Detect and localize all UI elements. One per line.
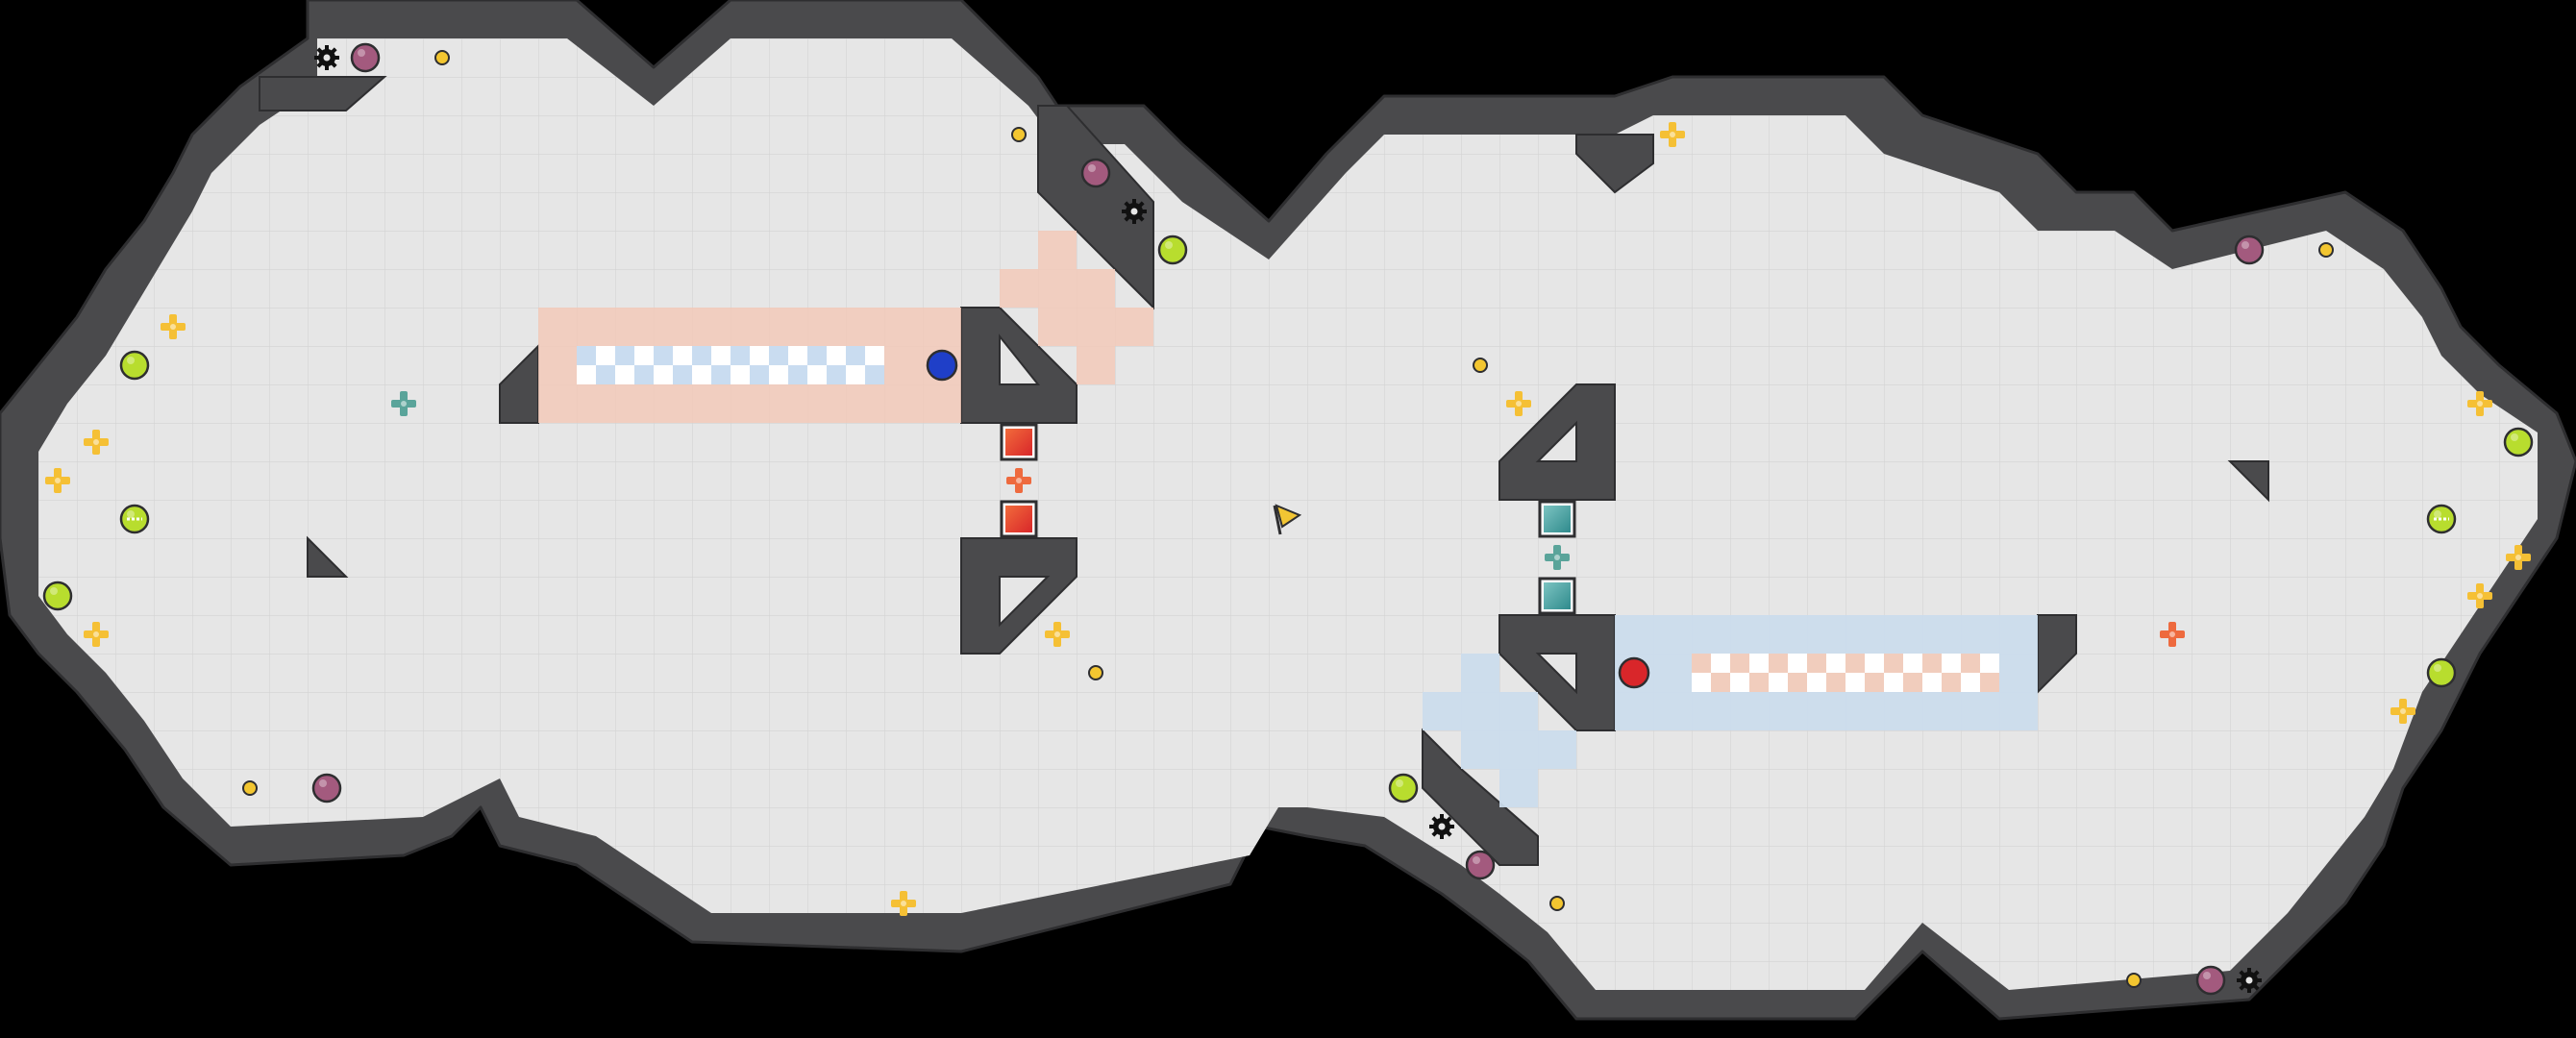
flag-icon[interactable] (1273, 504, 1302, 535)
plus-icon[interactable] (1045, 622, 1070, 647)
gear-icon (314, 45, 339, 70)
block-icon[interactable] (1000, 423, 1038, 461)
orb-icon[interactable] (2195, 965, 2226, 996)
plus-icon[interactable] (1660, 122, 1685, 147)
checker-strip-blue (577, 346, 884, 384)
plus-icon[interactable] (2506, 545, 2531, 570)
plus-icon[interactable] (891, 891, 916, 916)
plus-icon[interactable] (2160, 622, 2185, 647)
coin-icon[interactable] (1549, 896, 1565, 911)
ball-icon[interactable] (926, 349, 958, 382)
coin-icon[interactable] (242, 780, 258, 796)
plus-icon[interactable] (391, 391, 416, 416)
gear-icon (1122, 199, 1147, 224)
plus-icon[interactable] (2390, 699, 2415, 724)
gear-icon (2237, 968, 2262, 993)
coin-icon[interactable] (1473, 358, 1488, 373)
plus-icon[interactable] (1545, 545, 1570, 570)
plus-icon[interactable] (1506, 391, 1531, 416)
coin-icon[interactable] (2318, 242, 2334, 258)
plus-icon[interactable] (1006, 468, 1031, 493)
orb-icon[interactable] (2426, 657, 2457, 688)
plus-icon[interactable] (84, 622, 109, 647)
coin-icon[interactable] (2126, 973, 2142, 988)
tint-zones (538, 231, 2038, 807)
ball-icon[interactable] (1618, 656, 1650, 689)
orb-icon[interactable] (1080, 158, 1111, 188)
block-icon[interactable] (1000, 500, 1038, 538)
plus-icon[interactable] (161, 314, 186, 339)
block-cutouts (999, 334, 1577, 695)
orb-icon[interactable] (2503, 427, 2534, 457)
orb-icon[interactable] (311, 773, 342, 803)
plus-icon[interactable] (84, 430, 109, 455)
plus-icon[interactable] (2467, 583, 2492, 608)
orb-icon[interactable] (350, 42, 381, 73)
coin-icon[interactable] (434, 50, 450, 65)
orb-icon[interactable] (1388, 773, 1419, 803)
block-icon[interactable] (1538, 577, 1576, 615)
orb-icon[interactable] (119, 350, 150, 381)
block-icon[interactable] (1538, 500, 1576, 538)
orb-icon[interactable] (1157, 235, 1188, 265)
plus-icon[interactable] (2467, 391, 2492, 416)
orb-icon[interactable] (2234, 235, 2265, 265)
plus-icon[interactable] (45, 468, 70, 493)
gear-icon (1429, 814, 1454, 839)
orb-icon[interactable] (42, 581, 73, 611)
coin-icon[interactable] (1011, 127, 1027, 142)
orb-icon[interactable] (1465, 850, 1496, 880)
coin-icon[interactable] (1088, 665, 1103, 680)
checker-strip-orange (1692, 654, 1999, 692)
